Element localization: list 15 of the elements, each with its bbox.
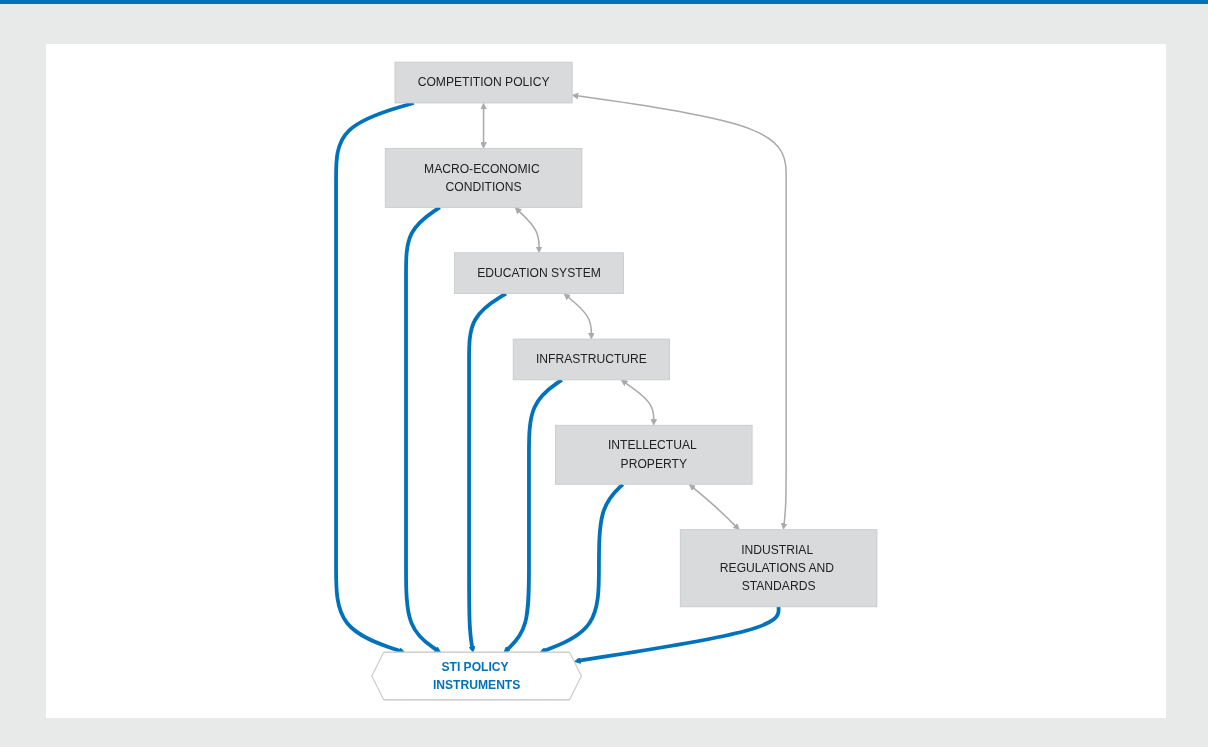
arrow bbox=[503, 378, 563, 653]
arrow bbox=[620, 379, 657, 426]
arrow bbox=[563, 293, 595, 340]
node-box: MACRO-ECONOMIC CONDITIONS bbox=[384, 148, 582, 208]
node-box: INDUSTRIAL REGULATIONS AND STANDARDS bbox=[679, 529, 877, 608]
arrow bbox=[571, 92, 787, 530]
node-box: COMPETITION POLICY bbox=[394, 61, 573, 104]
arrow bbox=[688, 484, 740, 530]
arrow bbox=[479, 103, 487, 149]
node-box: EDUCATION SYSTEM bbox=[453, 252, 624, 294]
node-box: INFRASTRUCTURE bbox=[512, 338, 670, 381]
arrow bbox=[514, 207, 542, 254]
arrow bbox=[333, 101, 414, 654]
node-box: INTELLECTUAL PROPERTY bbox=[554, 424, 752, 485]
arrow bbox=[466, 292, 507, 653]
